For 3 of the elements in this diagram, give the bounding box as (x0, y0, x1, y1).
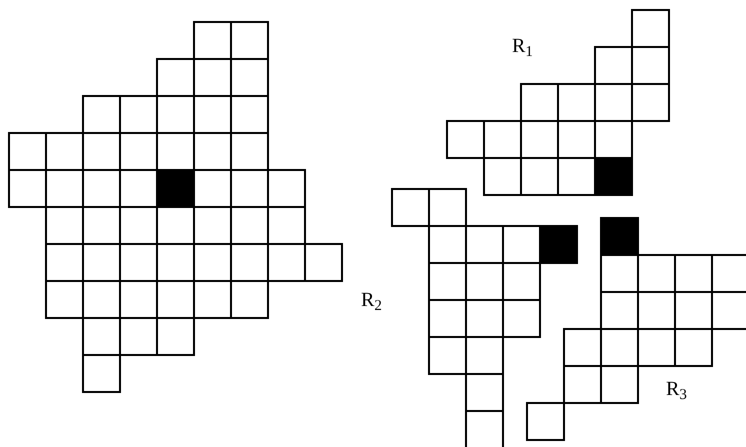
region-label: R$_{3}$ (666, 379, 687, 399)
region-label: R$_{1}$ (512, 36, 533, 56)
region-label: R$_{2}$ (361, 290, 382, 310)
